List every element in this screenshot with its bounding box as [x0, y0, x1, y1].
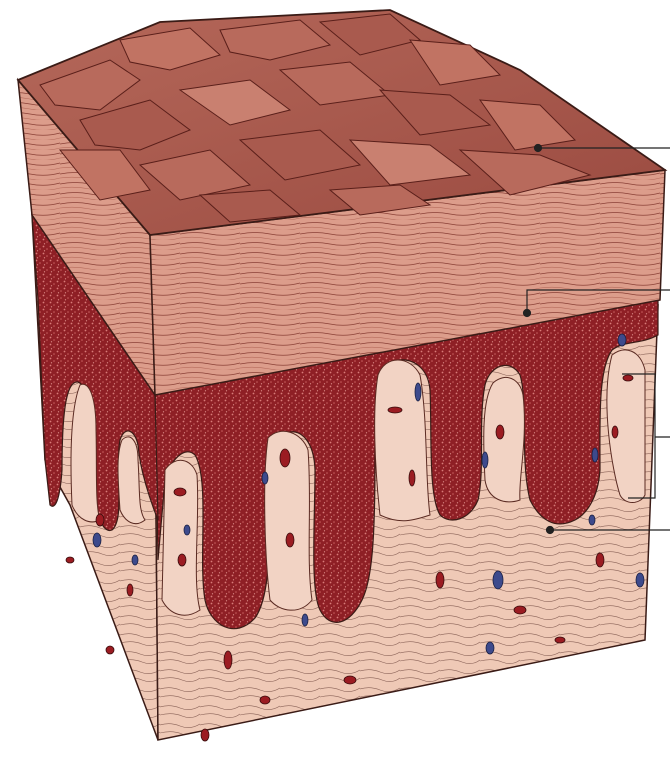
leader-dot-rete-peg [547, 527, 554, 534]
leader-dot-keratin [535, 145, 542, 152]
leader-dot-epithelium [524, 310, 531, 317]
